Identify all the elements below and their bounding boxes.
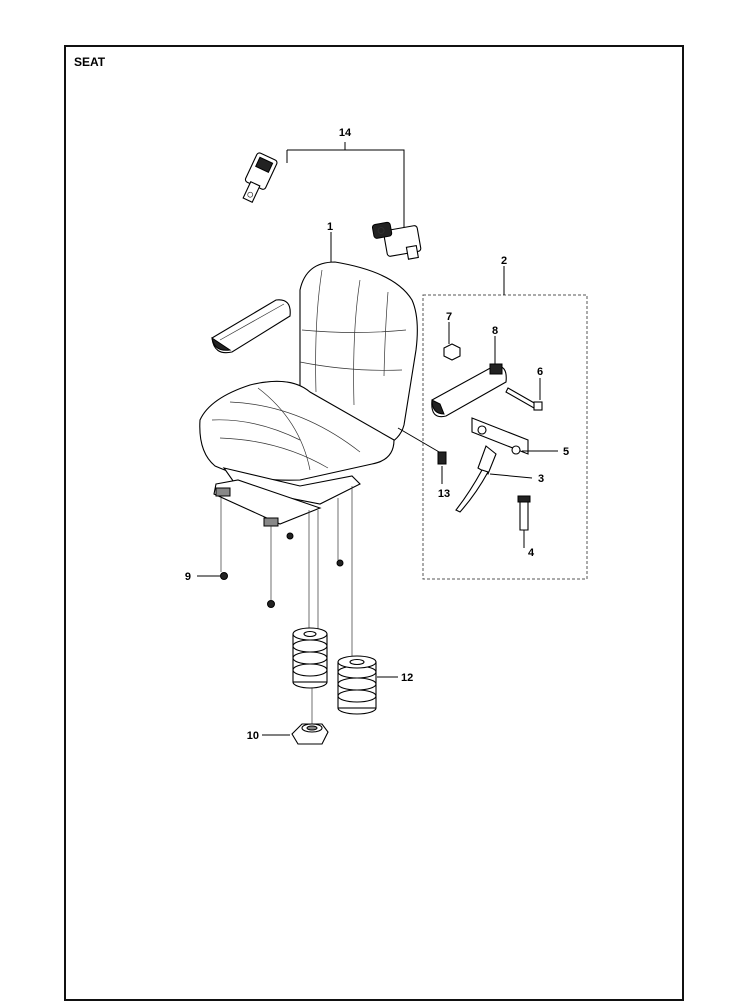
callout-7: 7 — [446, 311, 452, 323]
rubber-dampers — [292, 627, 398, 715]
armrest-kit-box — [422, 266, 588, 580]
callout-2: 2 — [501, 255, 507, 267]
callout-9: 9 — [185, 571, 191, 583]
callout-14: 14 — [339, 127, 352, 139]
callout-12: 12 — [401, 672, 413, 684]
seat-belt-buckle-parts — [242, 142, 422, 260]
callout-6: 6 — [537, 366, 543, 378]
seat-switch — [262, 723, 329, 745]
diagram-frame — [64, 45, 684, 1001]
callout-4: 4 — [528, 547, 535, 559]
callout-13: 13 — [438, 488, 450, 500]
seat-assembly — [199, 232, 447, 527]
callout-8: 8 — [492, 325, 498, 337]
callout-10: 10 — [247, 730, 259, 742]
callout-5: 5 — [563, 446, 569, 458]
callout-1: 1 — [327, 221, 333, 233]
callout-3: 3 — [538, 473, 544, 485]
page-title: SEAT — [74, 55, 106, 69]
assembly-guide-lines — [220, 486, 353, 724]
nuts — [197, 532, 344, 608]
